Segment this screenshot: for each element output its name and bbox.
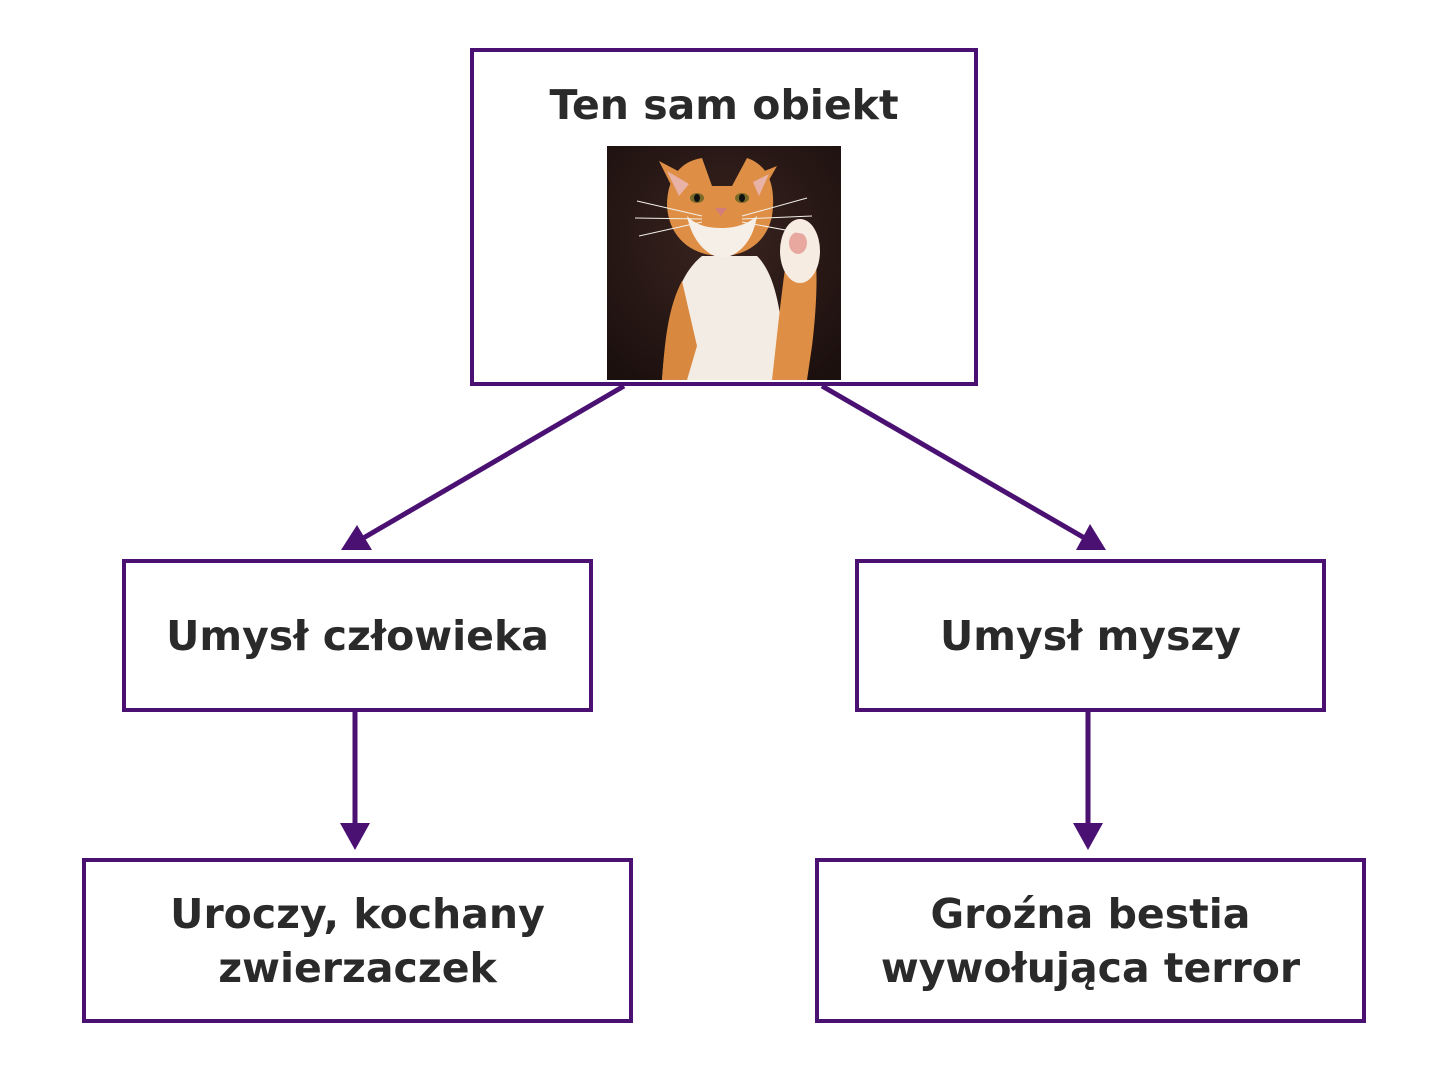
cat-photo-icon xyxy=(607,146,841,380)
mouse-result-line2: wywołująca terror xyxy=(880,943,1301,992)
mouse-mind-node: Umysł myszy xyxy=(855,559,1326,712)
arrowhead-mouse-result xyxy=(1073,823,1103,850)
mouse-result-line1: Groźna bestia xyxy=(930,889,1251,938)
arrowhead-human-result xyxy=(340,823,370,850)
root-node: Ten sam obiekt xyxy=(470,48,978,386)
root-title: Ten sam obiekt xyxy=(549,81,899,129)
human-result-line1: Uroczy, kochany xyxy=(170,889,545,938)
arrow-root-to-human xyxy=(358,383,626,543)
arrowhead-human xyxy=(341,525,372,550)
mouse-mind-label: Umysł myszy xyxy=(939,611,1242,660)
mouse-result-node: Groźna bestia wywołująca terror xyxy=(815,858,1366,1023)
human-result-line2: zwierzaczek xyxy=(218,943,497,992)
arrowhead-mouse xyxy=(1076,524,1106,550)
arrow-root-to-mouse xyxy=(820,383,1090,543)
human-result-node: Uroczy, kochany zwierzaczek xyxy=(82,858,633,1023)
human-mind-label: Umysł człowieka xyxy=(166,611,549,660)
human-mind-node: Umysł człowieka xyxy=(122,559,593,712)
